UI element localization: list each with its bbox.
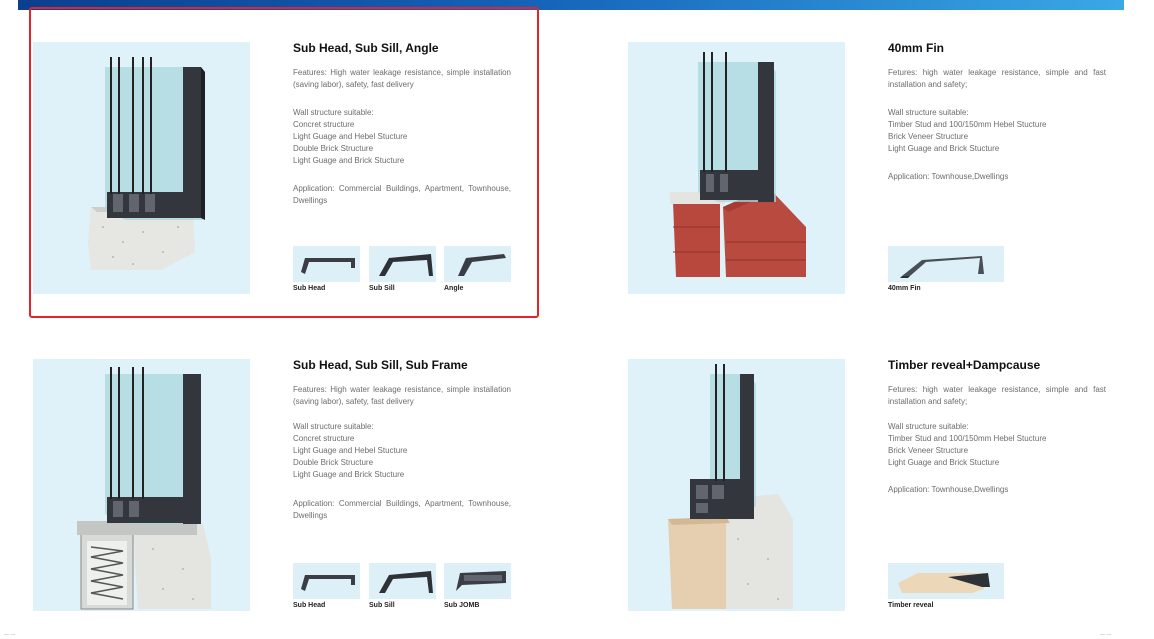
page-footer-right: — — — [1100, 632, 1112, 638]
sub-jomb-thumbnail[interactable] — [444, 563, 511, 599]
features-text: Features: High water leakage resistance,… — [293, 68, 511, 89]
thumb-label: Sub JOMB — [444, 602, 480, 609]
wall-heading: Wall structure suitable: — [888, 108, 969, 117]
wall-structure-block: Wall structure suitable: Timber Stud and… — [888, 107, 1106, 155]
card-title: Sub Head, Sub Sill, Sub Frame — [293, 358, 468, 372]
application-text: Application: Commercial Buildings, Apart… — [293, 499, 511, 520]
40mm-fin-thumbnail[interactable] — [888, 246, 1004, 282]
application-text: Application: Commercial Buildings, Apart… — [293, 184, 511, 205]
wall-structure-block: Wall structure suitable: Timber Stud and… — [888, 421, 1106, 469]
product-card-40mm-fin[interactable]: 40mm Fin Fetures: high water leakage res… — [625, 9, 1145, 309]
thumb-label: Sub Head — [293, 285, 326, 292]
product-card-timber-reveal[interactable]: Timber reveal+Dampcause Fetures: high wa… — [625, 326, 1145, 626]
wall-item: Timber Stud and 100/150mm Hebel Stucture — [888, 120, 1047, 129]
features-text: Fetures: high water leakage resistance, … — [888, 385, 1106, 406]
thumb-label: 40mm Fin — [888, 285, 921, 292]
wall-structure-block: Wall structure suitable: Concret structu… — [293, 107, 511, 167]
features-text: Features: High water leakage resistance,… — [293, 385, 511, 406]
wall-item: Light Guage and Brick Stucture — [293, 156, 405, 165]
sub-sill-thumbnail[interactable] — [369, 246, 436, 282]
wall-structure-block: Wall structure suitable: Concret structu… — [293, 421, 511, 481]
window-section-subframe-image — [33, 359, 250, 611]
wall-heading: Wall structure suitable: — [293, 108, 374, 117]
wall-heading: Wall structure suitable: — [888, 422, 969, 431]
card-title: Timber reveal+Dampcause — [888, 358, 1041, 372]
wall-item: Timber Stud and 100/150mm Hebel Stucture — [888, 434, 1047, 443]
thumb-label: Sub Head — [293, 602, 326, 609]
thumb-label: Angle — [444, 285, 464, 292]
sub-sill-thumbnail[interactable] — [369, 563, 436, 599]
thumb-label: Sub Sill — [369, 602, 395, 609]
wall-item: Light Guage and Hebel Stucture — [293, 132, 408, 141]
window-section-concrete-image — [33, 42, 250, 294]
wall-item: Double Brick Structure — [293, 458, 374, 467]
wall-item: Light Guage and Brick Stucture — [888, 144, 1000, 153]
top-accent-bar — [18, 0, 1124, 10]
thumb-label: Sub Sill — [369, 285, 395, 292]
product-card-sub-head-sill-angle[interactable]: Sub Head, Sub Sill, Angle Features: High… — [30, 9, 550, 309]
wall-item: Light Guage and Brick Stucture — [293, 470, 405, 479]
wall-item: Concret structure — [293, 434, 355, 443]
timber-reveal-thumbnail[interactable] — [888, 563, 1004, 599]
angle-thumbnail[interactable] — [444, 246, 511, 282]
wall-heading: Wall structure suitable: — [293, 422, 374, 431]
window-section-brick-image — [628, 42, 845, 294]
application-text: Application: Townhouse,Dwellings — [888, 172, 1009, 181]
wall-item: Light Guage and Brick Stucture — [888, 458, 1000, 467]
wall-item: Concret structure — [293, 120, 355, 129]
card-title: Sub Head, Sub Sill, Angle — [293, 41, 439, 55]
thumb-label: Timber reveal — [888, 602, 934, 609]
card-title: 40mm Fin — [888, 41, 945, 55]
sub-head-thumbnail[interactable] — [293, 563, 360, 599]
wall-item: Double Brick Structure — [293, 144, 374, 153]
sub-head-thumbnail[interactable] — [293, 246, 360, 282]
application-text: Application: Townhouse,Dwellings — [888, 485, 1009, 494]
page-footer-left: — — — [4, 632, 16, 638]
wall-item: Brick Veneer Structure — [888, 132, 969, 141]
wall-item: Brick Veneer Structure — [888, 446, 969, 455]
product-card-sub-head-sill-frame[interactable]: Sub Head, Sub Sill, Sub Frame Features: … — [30, 326, 550, 626]
features-text: Fetures: high water leakage resistance, … — [888, 68, 1106, 89]
window-section-timber-image — [628, 359, 845, 611]
wall-item: Light Guage and Hebel Stucture — [293, 446, 408, 455]
